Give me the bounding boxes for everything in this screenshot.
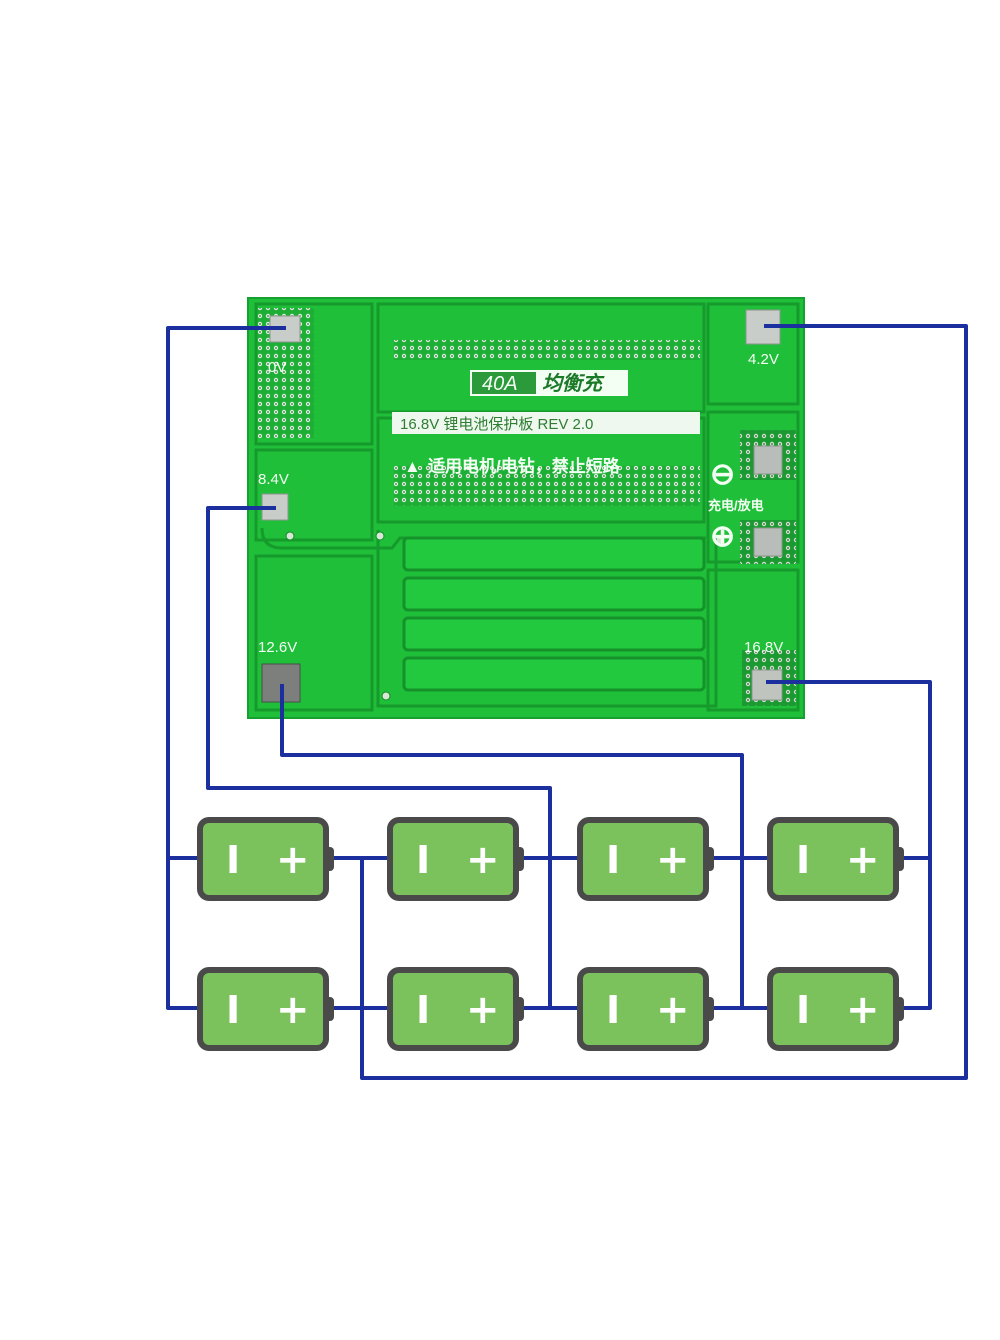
wire-4v2 <box>360 324 968 1080</box>
battery-minus-label: I <box>226 838 240 882</box>
charge-discharge-label: 充电/放电 <box>708 498 764 513</box>
label-12v6: 12.6V <box>258 639 297 656</box>
battery-cell: I+ <box>767 967 904 1051</box>
battery-plus-label: + <box>466 837 500 883</box>
protection-board: 0V 4.2V 8.4V 12.6V 16.8V 40A 均衡充 16.8V 锂… <box>247 297 805 719</box>
warning-icon: ▲ <box>404 457 421 476</box>
wire-8v4 <box>206 506 552 1008</box>
battery-plus-label: + <box>466 987 500 1033</box>
battery-cell: I+ <box>197 967 334 1051</box>
label-8v4: 8.4V <box>258 471 289 488</box>
battery-cell: I+ <box>387 967 524 1051</box>
battery-minus-label: I <box>416 838 430 882</box>
badge-current: 40A <box>482 373 518 395</box>
battery-minus-label: I <box>796 838 810 882</box>
battery-minus-label: I <box>606 988 620 1032</box>
pad-16v8 <box>751 669 783 701</box>
plus-symbol: ⊕ <box>710 520 735 553</box>
battery-minus-label: I <box>606 838 620 882</box>
label-4v2: 4.2V <box>748 351 779 368</box>
copper-regions <box>254 302 800 712</box>
battery-minus-label: I <box>796 988 810 1032</box>
battery-plus-label: + <box>846 987 880 1033</box>
battery-body <box>577 967 709 1051</box>
badge-current-bg <box>472 372 536 394</box>
badge-brand: 均衡充 <box>542 372 605 395</box>
trace-vias <box>285 531 725 701</box>
battery-body <box>767 817 899 901</box>
battery-minus-label: I <box>226 988 240 1032</box>
battery-minus-label: I <box>416 988 430 1032</box>
battery-body <box>387 817 519 901</box>
battery-cell: I+ <box>197 817 334 901</box>
battery-body <box>387 967 519 1051</box>
battery-cell: I+ <box>577 967 714 1051</box>
battery-body <box>197 967 329 1051</box>
wire-12v6 <box>280 684 744 1008</box>
battery-cell: I+ <box>577 817 714 901</box>
battery-body <box>577 817 709 901</box>
wiring <box>166 324 968 1080</box>
minus-symbol: ⊖ <box>710 458 735 491</box>
battery-plus-label: + <box>656 987 690 1033</box>
label-0v: 0V <box>268 359 286 376</box>
warning-text: 适用电机/电钻，禁止短路 <box>428 456 621 476</box>
battery-plus-label: + <box>276 987 310 1033</box>
battery-bank: I+I+I+I+I+I+I+I+ <box>197 817 904 1051</box>
battery-body <box>197 817 329 901</box>
board-subtitle: 16.8V 锂电池保护板 REV 2.0 <box>400 415 593 433</box>
battery-cell: I+ <box>387 817 524 901</box>
wire-0v <box>166 326 286 1010</box>
pad-minus <box>753 445 783 475</box>
wire-16v8 <box>766 680 932 1010</box>
subtitle-box <box>392 412 700 434</box>
battery-plus-label: + <box>656 837 690 883</box>
battery-plus-label: + <box>846 837 880 883</box>
mosfet-strips <box>402 536 706 692</box>
label-16v8: 16.8V <box>744 639 783 656</box>
battery-body <box>767 967 899 1051</box>
battery-cell: I+ <box>767 817 904 901</box>
pad-plus <box>753 527 783 557</box>
battery-plus-label: + <box>276 837 310 883</box>
